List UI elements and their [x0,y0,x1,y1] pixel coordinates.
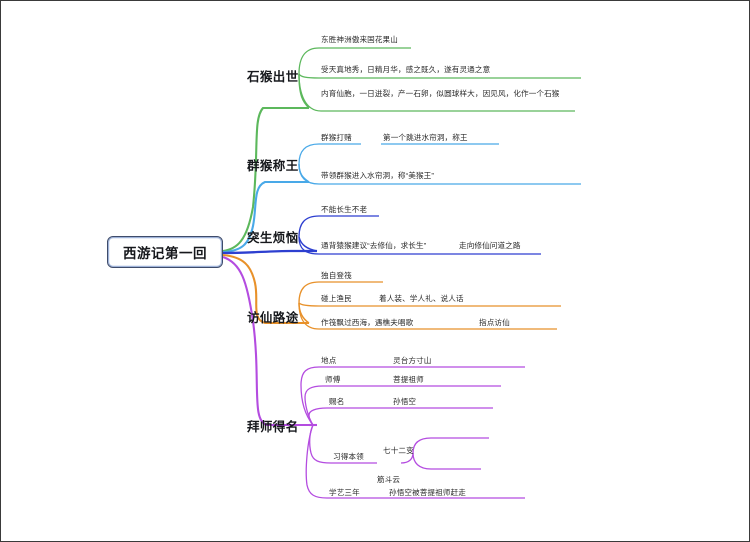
sub-node-4-2[interactable]: 碰上渔民 [321,293,352,304]
sub-node-label: 师傅 [325,375,341,384]
sub-node-5-4[interactable]: 习得本领 [333,451,364,462]
leaf-node-4-2[interactable]: 着人装、学人礼、说人话 [379,293,464,304]
branch-node-baishi-deming[interactable]: 拜师得名 [247,416,299,435]
sub-node-label: 碰上渔民 [321,294,352,303]
branch-3-fan-stem [298,236,318,252]
leaf-node-label: 孙悟空被菩提祖师赶走 [389,488,466,497]
branch-node-qunhou-chengwang[interactable]: 群猴称王 [247,155,299,174]
branch-3-child-1-wire [298,215,379,238]
sub-node-label: 地点 [321,356,337,365]
leaf-node-label: 孙悟空 [393,397,417,406]
sub-node-label: 习得本领 [333,452,364,461]
branch-label: 突生烦恼 [247,231,299,245]
sub-node-label: 受天真地秀，日精月华，感之既久，遂有灵通之意 [321,65,491,74]
sub-node-5-3[interactable]: 赐名 [329,396,344,407]
branch-1-fan-stem [298,73,310,109]
leaf-node-label: 走向修仙问道之路 [459,241,521,250]
sub-node-3-2[interactable]: 通背猿猴建议“去修仙，求长生” [321,240,426,251]
branch-label: 群猴称王 [247,159,299,173]
branch-node-tusheng-fannao[interactable]: 突生烦恼 [247,227,299,246]
leaf-node-label: 第一个跳进水帘洞，称王 [383,133,468,142]
root-node-label: 西游记第一回 [123,246,207,261]
sub-node-label: 作筏飘过西海，遇樵夫唱歌 [321,318,414,327]
sub-node-label: 独自登筏 [321,271,352,280]
deep-leaf-2[interactable]: 筋斗云 [377,474,400,485]
deep-leaf-1[interactable]: 七十二变 [383,445,414,456]
sub-node-4-3[interactable]: 作筏飘过西海，遇樵夫唱歌 [321,317,413,328]
leaf-node-label: 灵台方寸山 [393,356,432,365]
leaf-node-5-3[interactable]: 孙悟空 [393,396,416,407]
deep-leaf-label: 七十二变 [383,446,414,455]
leaf-node-5-5[interactable]: 孙悟空被菩提祖师赶走 [389,487,466,498]
leaf-node-label: 菩提祖师 [393,375,424,384]
sub-node-label: 通背猿猴建议“去修仙，求长生” [321,241,427,250]
leaf-node-label: 着人装、学人礼、说人话 [379,294,464,303]
sub-node-5-2[interactable]: 师傅 [325,374,340,385]
leaf-node-2-1[interactable]: 第一个跳进水帘洞，称王 [383,132,468,143]
leaf-node-3-2[interactable]: 走向修仙问道之路 [459,240,521,251]
leaf-node-5-1[interactable]: 灵台方寸山 [393,355,431,366]
branch-node-fangxian-lutu[interactable]: 访仙路途 [247,307,299,326]
branch-label: 访仙路途 [247,311,299,325]
deep-leaf-1-wire [412,437,489,454]
sub-node-2-2[interactable]: 带领群猴进入水帘洞，称“美猴王” [321,170,434,181]
sub-node-5-1[interactable]: 地点 [321,355,336,366]
branch-label: 石猴出世 [247,70,299,84]
sub-node-label: 不能长生不老 [321,205,368,214]
sub-node-1-2[interactable]: 受天真地秀，日精月华，感之既久，遂有灵通之意 [321,64,490,75]
deep-leaf-label: 筋斗云 [377,475,401,484]
sub-node-3-1[interactable]: 不能长生不老 [321,204,367,215]
branch-2-child-1-wire [298,143,361,165]
sub-node-2-1[interactable]: 群猴打赌 [321,132,352,143]
sub-node-1-1[interactable]: 东胜神洲傲来国花果山 [321,34,398,45]
sub-node-1-3[interactable]: 内育仙胞，一日迸裂，产一石卵，似圆球样大，因见风，化作一个石猴 [321,89,569,99]
root-node[interactable]: 西游记第一回 [107,236,223,268]
sub-node-label: 内育仙胞，一日迸裂，产一石卵，似圆球样大，因见风，化作一个石猴 [321,89,560,98]
branch-4-fan-stem [298,302,310,324]
sub-node-5-5[interactable]: 学艺三年 [329,487,360,498]
branch-5-trunk [222,256,309,427]
branch-5-child-3-wire [308,407,493,426]
sub-node-4-1[interactable]: 独自登筏 [321,270,352,281]
sub-node-label: 带领群猴进入水帘洞，称“美猴王” [321,171,434,180]
leaf-node-5-2[interactable]: 菩提祖师 [393,374,424,385]
sub-node-label: 群猴打赌 [321,133,352,142]
branch-node-shihou-chushi[interactable]: 石猴出世 [247,66,299,85]
leaf-node-label: 指点访仙 [479,318,510,327]
sub-node-label: 学艺三年 [329,488,360,497]
leaf-node-4-3[interactable]: 指点访仙 [479,317,510,328]
sub-node-label: 东胜神洲傲来国花果山 [321,35,398,44]
branch-3-trunk [222,249,317,255]
deep-leaf-2-wire [412,452,481,470]
branch-label: 拜师得名 [247,420,299,434]
branch-2-fan-stem [298,163,310,183]
sub-node-label: 赐名 [329,397,345,406]
